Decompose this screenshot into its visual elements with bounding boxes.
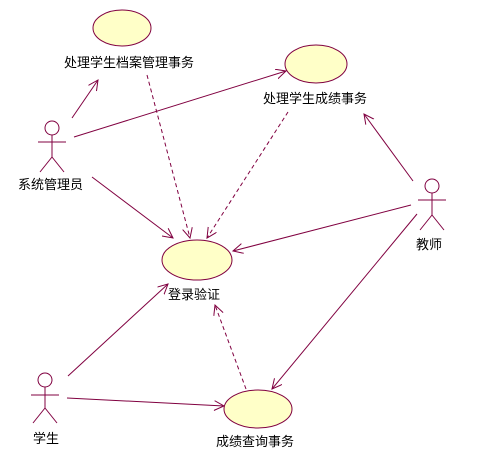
include-query-login [215,305,247,390]
use-case-archive[interactable] [92,9,152,47]
include-archive-login [146,74,190,238]
actor-student-label: 学生 [33,432,60,447]
association-admin-archive [71,80,98,119]
use-case-query[interactable] [223,389,293,429]
use-case-grades[interactable] [284,44,348,84]
association-student-login [67,284,168,377]
use-case-login-label: 登录验证 [168,288,221,303]
actor-teacher-figure[interactable] [418,178,446,231]
association-teacher-login [233,204,412,251]
use-case-archive-label: 处理学生档案管理事务 [64,56,195,71]
actor-admin-figure[interactable] [38,120,66,173]
association-admin-grades [73,71,286,138]
actor-student-figure[interactable] [31,372,59,424]
actor-admin-label: 系统管理员 [18,178,84,193]
use-case-grades-label: 处理学生成绩事务 [263,92,368,107]
include-grades-login [207,111,289,238]
association-teacher-grades [364,114,414,182]
use-case-query-label: 成绩查询事务 [216,435,295,450]
association-student-query [66,397,224,406]
association-admin-login [91,176,173,238]
association-teacher-query [272,213,418,389]
actor-teacher-label: 教师 [416,238,443,253]
use-case-login[interactable] [161,239,233,281]
